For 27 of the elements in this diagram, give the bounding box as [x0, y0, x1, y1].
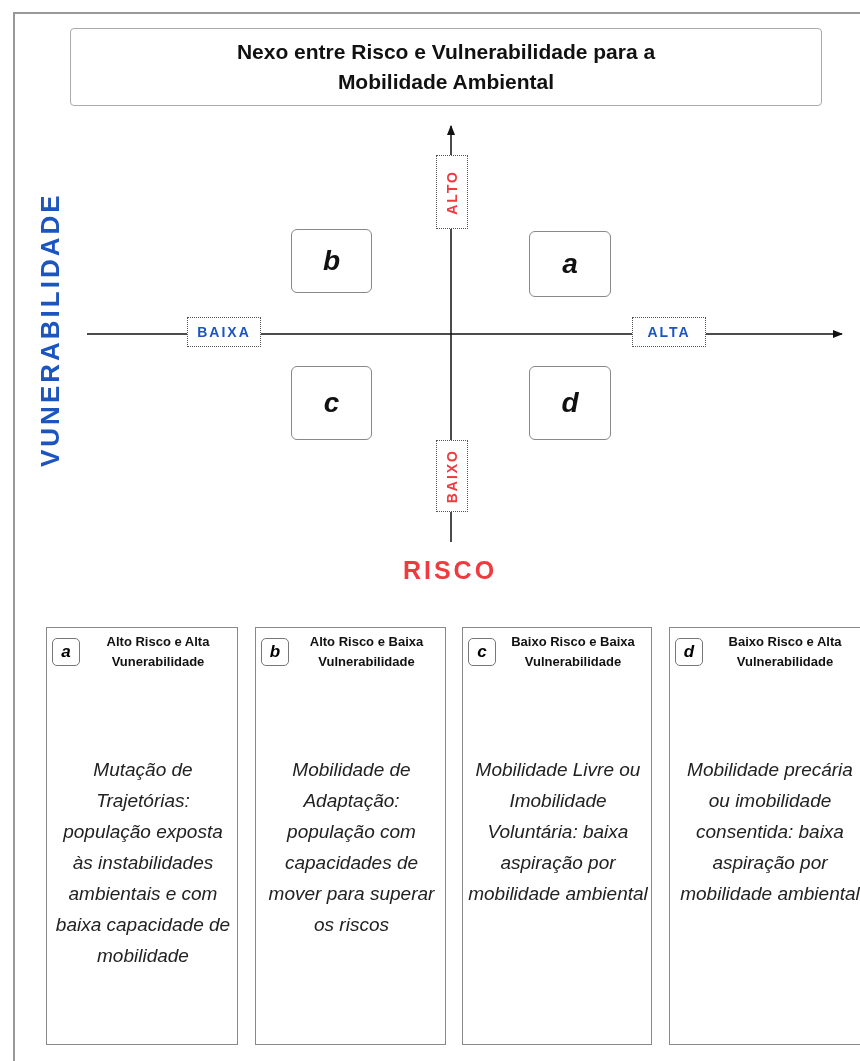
card-heading: Alto Risco e Baixa Vulnerabilidade: [308, 633, 425, 671]
axis-title: RISCO: [401, 554, 499, 586]
quadrant-letter: a: [529, 231, 611, 297]
card-description: Mobilidade de Adaptação: população com capacidades de mover para superar os riscos: [267, 758, 436, 937]
description-card: [255, 627, 446, 1045]
card-description: Mobilidade precária ou imobilidade consentida: baixa aspiração por mobilidade ambiental: [679, 758, 860, 906]
card-heading: Baixo Risco e Alta Vulnerabilidade: [727, 633, 843, 671]
letter-tag: c: [468, 638, 496, 666]
letter-tag: b: [261, 638, 289, 666]
description-card: [669, 627, 860, 1045]
description-card: [462, 627, 652, 1045]
card-heading: Baixo Risco e Baixa Vulnerabilidade: [510, 633, 636, 671]
card-description: Mutação de Trajetórias: população exposta às instabilidades ambientais e com baixa capacidade de mobilidade: [54, 758, 232, 968]
letter-tag: a: [52, 638, 80, 666]
description-card: [46, 627, 238, 1045]
card-heading: Alto Risco e Alta Vunerabilidade: [105, 633, 211, 671]
axis-level-label: BAIXA: [187, 317, 261, 347]
axis-level-label: ALTO: [436, 155, 468, 229]
letter-tag: d: [675, 638, 703, 666]
quadrant-letter: b: [291, 229, 372, 293]
axis-level-label: BAIXO: [436, 440, 468, 512]
card-description: Mobilidade Livre ou Imobilidade Voluntária: baixa aspiração por mobilidade ambiental: [467, 758, 649, 906]
axis-level-label: ALTA: [632, 317, 706, 347]
quadrant-letter: d: [529, 366, 611, 440]
title-banner: Nexo entre Risco e Vulnerabilidade para a Mobilidade Ambiental: [70, 28, 822, 106]
axis-title: VUNERABILIDADE: [33, 195, 66, 465]
quadrant-letter: c: [291, 366, 372, 440]
